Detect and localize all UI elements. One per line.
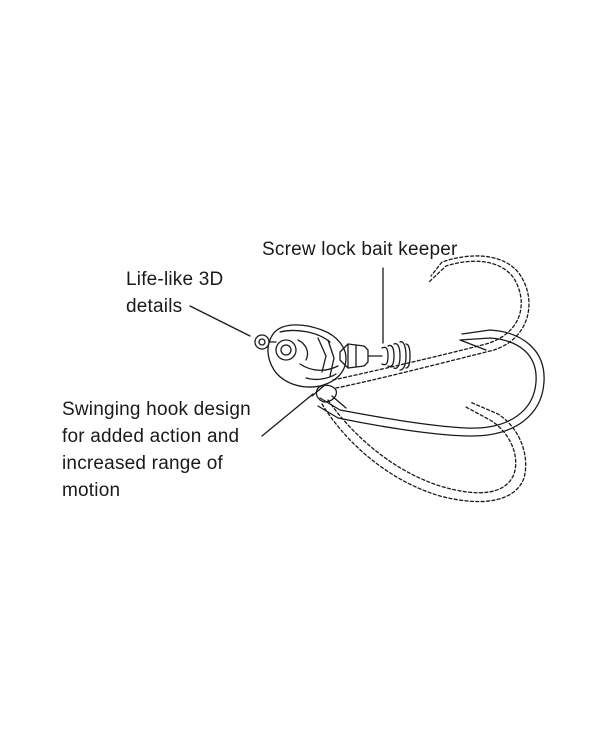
lower-dashed-hook [321, 399, 527, 503]
upper-dashed-hook [332, 255, 530, 389]
line-tie-eye [254, 334, 277, 350]
lifelike-leader-line [189, 305, 251, 337]
hook-connector [311, 383, 338, 403]
swinging-hook-label-line-1: Swinging hook design [62, 399, 251, 420]
collar-cone [339, 343, 369, 369]
eye-icon [275, 339, 297, 361]
swinging-hook-leader-line [261, 393, 314, 437]
lifelike-label-line-1: Life-like 3D [126, 269, 224, 290]
swinging-hook-label-line-2: for added action and [62, 426, 240, 447]
main-hook [317, 329, 545, 437]
swinging-hook-callout: Swinging hook design for added action an… [62, 396, 251, 504]
swinging-hook-label-line-4: motion [62, 480, 121, 501]
lifelike-callout: Life-like 3D details [126, 266, 223, 320]
screw-lock-callout: Screw lock bait keeper [262, 236, 458, 263]
jig-head [267, 324, 347, 388]
screw-lock-label: Screw lock bait keeper [262, 239, 458, 260]
screw-lock-coil [367, 341, 411, 371]
swinging-hook-label-line-3: increased range of [62, 453, 223, 474]
lifelike-label-line-2: details [126, 296, 183, 317]
